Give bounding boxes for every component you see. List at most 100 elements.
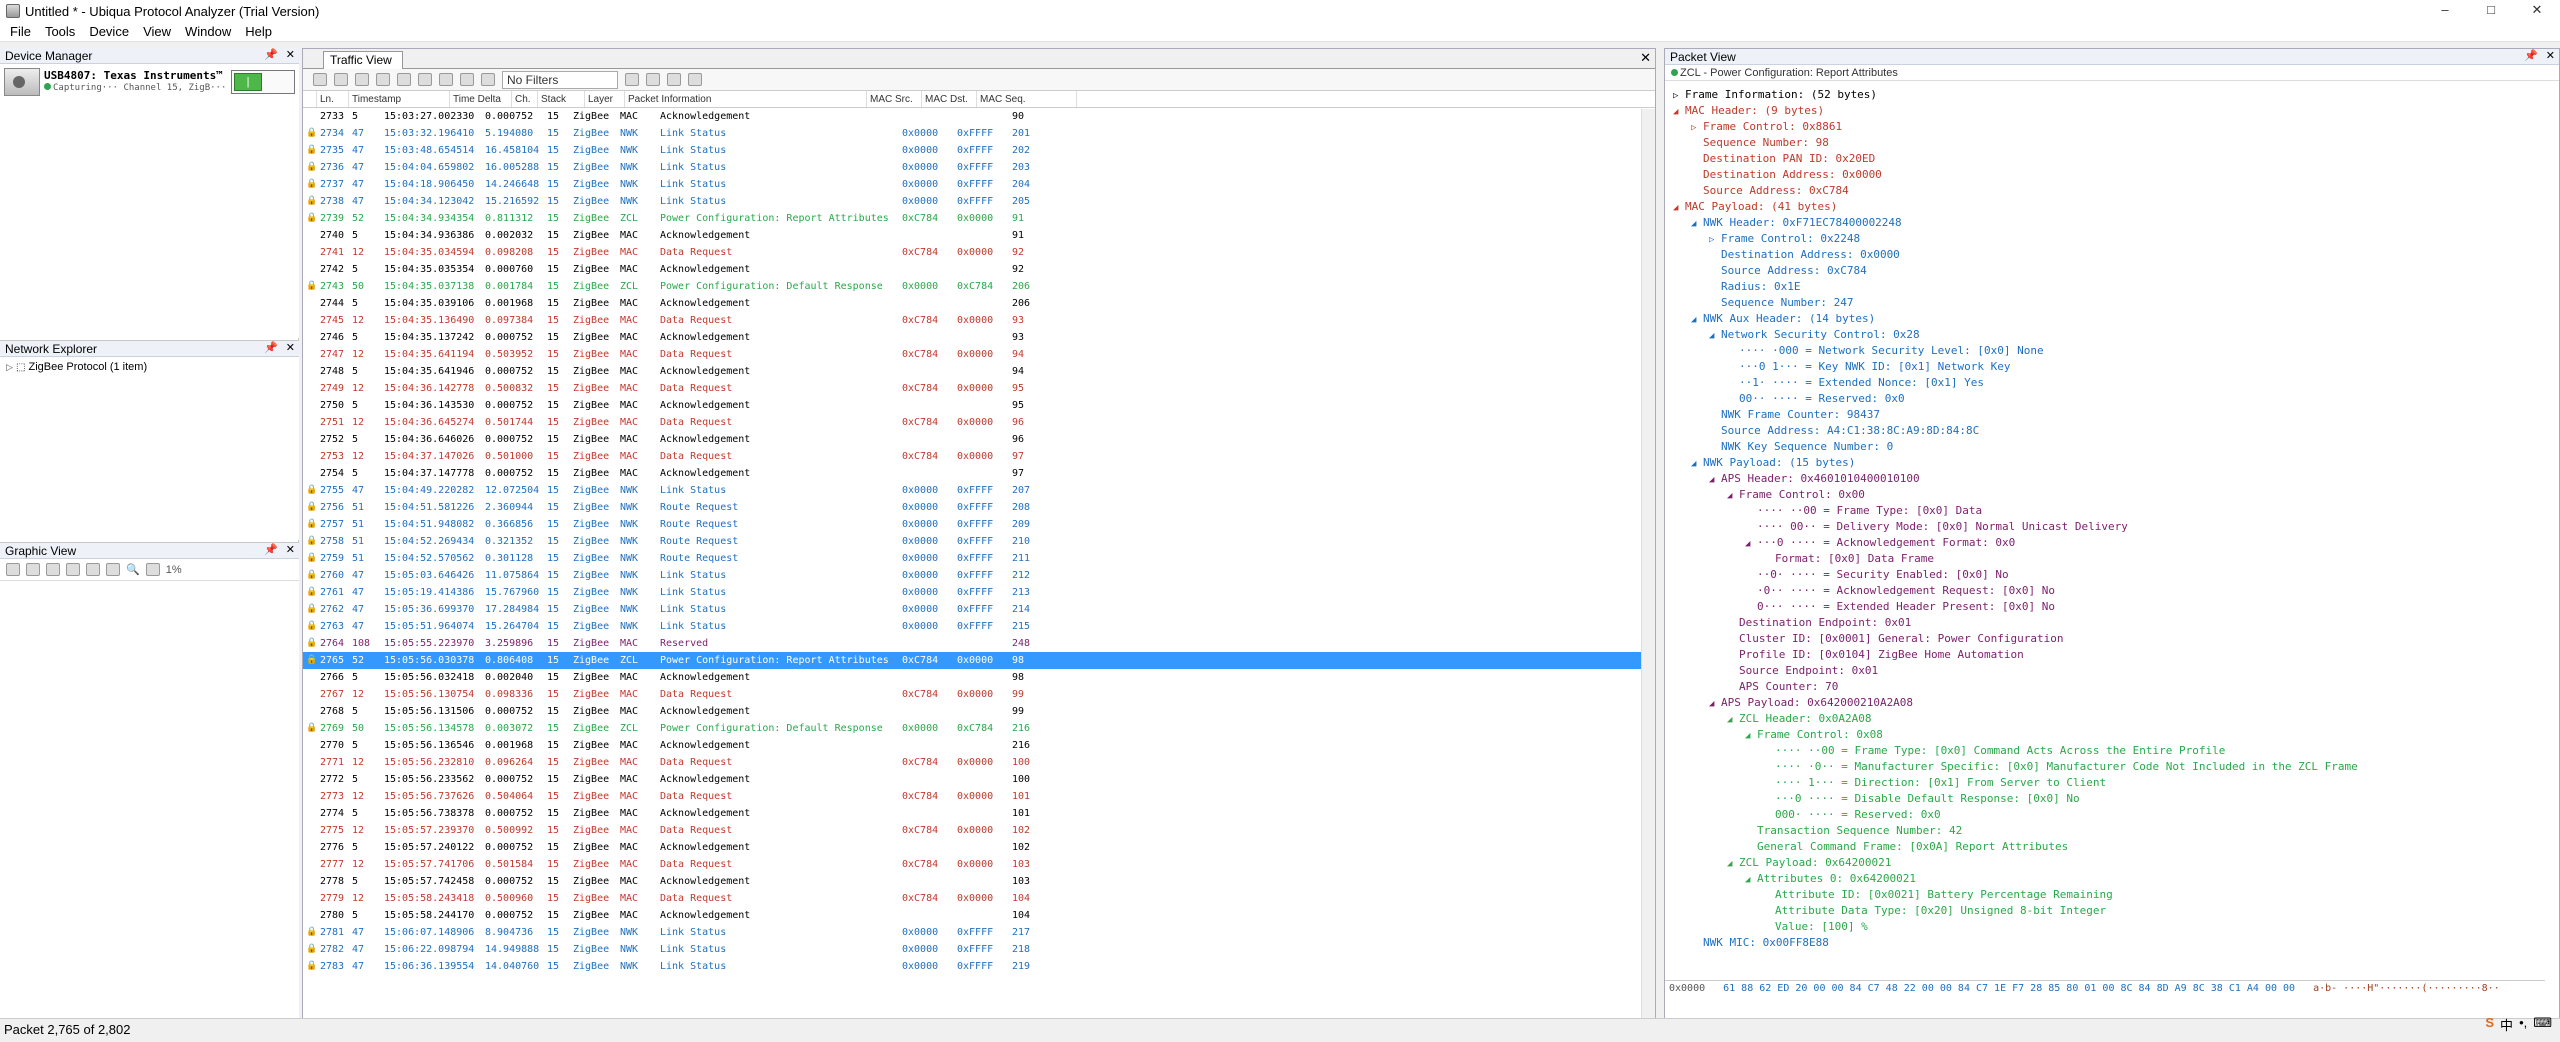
packet-field[interactable]: NWK Frame Counter: 98437 (1665, 407, 2559, 423)
packet-field[interactable]: ··0· ···· = Security Enabled: [0x0] No (1665, 567, 2559, 583)
expand-arrow-icon[interactable]: ◢ (1691, 459, 1697, 469)
zoom-icon[interactable]: 🔍 (126, 564, 140, 576)
packet-field[interactable]: ◢MAC Header: (9 bytes) (1665, 103, 2559, 119)
packet-field[interactable]: Source Address: 0xC784 (1665, 183, 2559, 199)
packet-field[interactable]: ···· ··00 = Frame Type: [0x0] Data (1665, 503, 2559, 519)
open-icon[interactable] (313, 73, 327, 86)
col-channel[interactable]: Ch. (512, 91, 538, 107)
grid-icon[interactable] (376, 73, 390, 86)
col-mac-src[interactable]: MAC Src. (867, 91, 922, 107)
filter-icon[interactable] (86, 563, 100, 576)
prev-icon[interactable] (481, 73, 495, 86)
expand-arrow-icon[interactable]: ▷ (1673, 91, 1679, 101)
expand-arrow-icon[interactable]: ◢ (1745, 875, 1751, 885)
packet-field[interactable]: ···· 00·· = Delivery Mode: [0x0] Normal … (1665, 519, 2559, 535)
display-icon[interactable] (106, 563, 120, 576)
packet-field[interactable]: ◢ZCL Payload: 0x64200021 (1665, 855, 2559, 871)
layout-icon[interactable] (26, 563, 40, 576)
packet-field[interactable]: ·0·· ···· = Acknowledgement Request: [0x… (1665, 583, 2559, 599)
packet-field[interactable]: ···· 1··· = Direction: [0x1] From Server… (1665, 775, 2559, 791)
filter-options-icon[interactable] (688, 73, 702, 86)
minimize-button[interactable]: – (2441, 2, 2449, 17)
pin-icon[interactable]: 📌 (264, 544, 278, 556)
hex-ascii[interactable]: a·b- ····H"·······(·········8·· (2313, 983, 2500, 994)
pin-icon[interactable]: 📌 (264, 342, 278, 354)
menu-help[interactable]: Help (245, 24, 273, 39)
expand-arrow-icon[interactable]: ◢ (1745, 539, 1751, 549)
packet-field[interactable]: Sequence Number: 247 (1665, 295, 2559, 311)
expand-arrow-icon[interactable]: ◢ (1691, 219, 1697, 229)
packet-field[interactable]: Radius: 0x1E (1665, 279, 2559, 295)
language-icon[interactable]: 中 (2500, 1018, 2514, 1033)
packet-field[interactable]: 0··· ···· = Extended Header Present: [0x… (1665, 599, 2559, 615)
packet-field[interactable]: ◢Frame Control: 0x00 (1665, 487, 2559, 503)
packet-field[interactable]: ◢NWK Header: 0xF71EC78400002248 (1665, 215, 2559, 231)
device-item[interactable]: USB4807: Texas Instruments™ Capturing···… (0, 64, 299, 100)
filter-add-icon[interactable] (646, 73, 660, 86)
close-icon[interactable]: ✕ (285, 342, 295, 354)
col-stack[interactable]: Stack (538, 91, 585, 107)
expand-arrow-icon[interactable]: ▷ (1709, 235, 1715, 245)
packet-field[interactable]: ◢Frame Control: 0x08 (1665, 727, 2559, 743)
capture-toggle[interactable]: | (231, 70, 295, 94)
packet-field[interactable]: Value: [100] % (1665, 919, 2559, 935)
zoom-out-icon[interactable] (145, 563, 160, 576)
packet-field[interactable]: ◢ZCL Header: 0x0A2A08 (1665, 711, 2559, 727)
packet-field[interactable]: Profile ID: [0x0104] ZigBee Home Automat… (1665, 647, 2559, 663)
packet-field[interactable]: NWK MIC: 0x00FF8E88 (1665, 935, 2559, 951)
packet-field[interactable]: NWK Key Sequence Number: 0 (1665, 439, 2559, 455)
packet-field[interactable]: Attribute Data Type: [0x20] Unsigned 8-b… (1665, 903, 2559, 919)
expand-arrow-icon[interactable]: ◢ (1709, 699, 1715, 709)
menu-file[interactable]: File (10, 24, 31, 39)
pin-icon[interactable]: 📌 (264, 49, 278, 61)
packet-field[interactable]: ◢···0 ···· = Acknowledgement Format: 0x0 (1665, 535, 2559, 551)
packet-field[interactable]: ◢NWK Aux Header: (14 bytes) (1665, 311, 2559, 327)
bookmark-icon[interactable] (439, 73, 453, 86)
zoom-level[interactable]: 1% (165, 563, 182, 576)
network-tree-item[interactable]: ZigBee Protocol (1 item) (28, 361, 148, 373)
packet-field[interactable]: Destination Address: 0x0000 (1665, 167, 2559, 183)
filter-clear-icon[interactable] (667, 73, 681, 86)
expand-arrow-icon[interactable]: ◢ (1709, 475, 1715, 485)
col-mac-dst[interactable]: MAC Dst. (922, 91, 977, 107)
packet-field[interactable]: Source Address: A4:C1:38:8C:A9:8D:84:8C (1665, 423, 2559, 439)
packet-field[interactable]: 00·· ···· = Reserved: 0x0 (1665, 391, 2559, 407)
packet-field[interactable]: ···· ·000 = Network Security Level: [0x0… (1665, 343, 2559, 359)
packet-field[interactable]: Destination Endpoint: 0x01 (1665, 615, 2559, 631)
col-timestamp[interactable]: Timestamp (349, 91, 450, 107)
packet-field[interactable]: ◢MAC Payload: (41 bytes) (1665, 199, 2559, 215)
col-packet-info[interactable]: Packet Information (625, 91, 867, 107)
packet-field[interactable]: ··1· ···· = Extended Nonce: [0x1] Yes (1665, 375, 2559, 391)
